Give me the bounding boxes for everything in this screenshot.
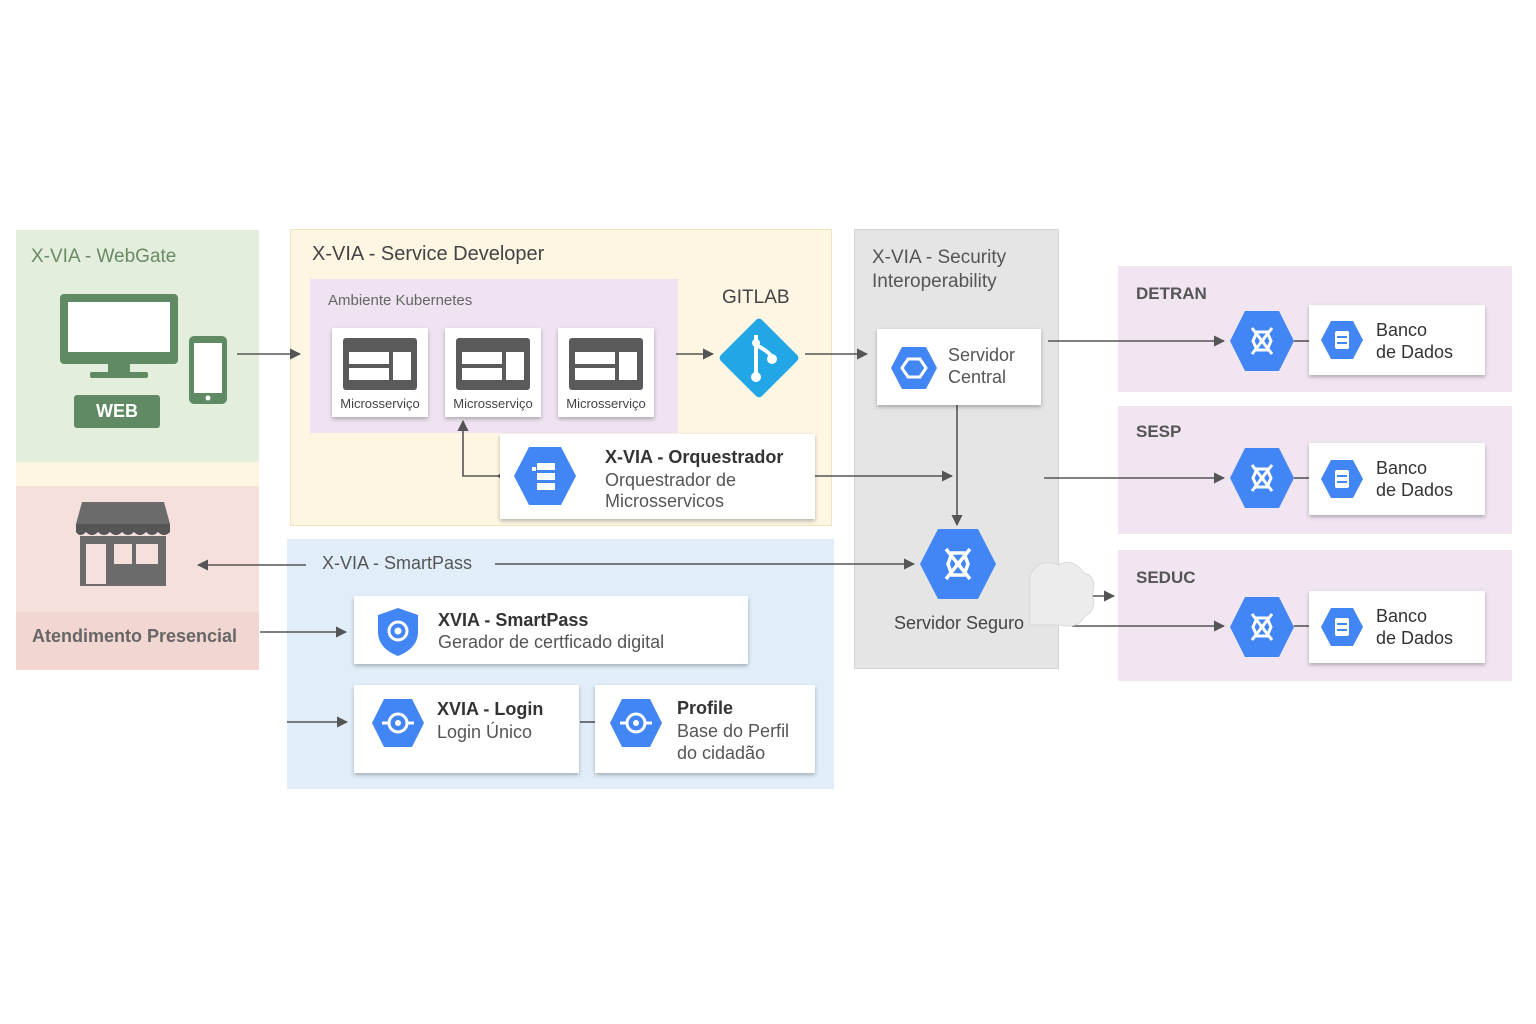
server-icon xyxy=(891,347,937,389)
detran-db-line1: Banco xyxy=(1376,320,1428,340)
orchestrator-card[interactable]: X-VIA - Orquestrador Orquestrador de Mic… xyxy=(500,434,815,519)
atendimento-label-band xyxy=(16,612,259,670)
web-badge-label: WEB xyxy=(96,401,138,421)
smartphone-icon xyxy=(189,336,227,404)
smartpass-certificate-subtitle: Gerador de certficado digital xyxy=(438,632,665,652)
panel-divider xyxy=(16,462,259,486)
database-icon xyxy=(1321,321,1363,359)
detran-gateway-icon[interactable] xyxy=(1228,309,1296,373)
servidor-seguro-label: Servidor Seguro xyxy=(894,613,1025,633)
orchestrator-subtitle-1: Orquestrador de xyxy=(605,470,737,490)
gitlab-label: GITLAB xyxy=(722,287,790,308)
microservice-card-3[interactable]: Microsserviço xyxy=(558,328,654,417)
microservice-card-2[interactable]: Microsserviço xyxy=(445,328,541,417)
login-title: XVIA - Login xyxy=(437,699,544,719)
servidor-central-card[interactable]: Servidor Central xyxy=(877,329,1041,405)
cloud-icon xyxy=(1029,561,1095,627)
smartpass-certificate-title: XVIA - SmartPass xyxy=(438,610,589,630)
detran-db-card[interactable]: Banco de Dados xyxy=(1309,305,1485,375)
web-badge[interactable]: WEB xyxy=(74,395,160,428)
webgate-title: X-VIA - WebGate xyxy=(31,246,177,267)
secure-server-icon[interactable] xyxy=(918,527,998,601)
smartpass-certificate-card[interactable]: XVIA - SmartPass Gerador de certficado d… xyxy=(354,596,748,664)
login-icon xyxy=(372,699,424,747)
seduc-db-line1: Banco xyxy=(1376,606,1428,626)
database-icon xyxy=(1321,460,1363,498)
agency-sesp-name: SESP xyxy=(1136,422,1182,441)
profile-icon xyxy=(610,699,662,747)
login-card[interactable]: XVIA - Login Login Único xyxy=(354,685,579,773)
smartpass-title: X-VIA - SmartPass xyxy=(318,553,477,574)
servidor-central-line1: Servidor xyxy=(948,345,1016,365)
microservice-label: Microsserviço xyxy=(340,396,420,411)
service-developer-title: X-VIA - Service Developer xyxy=(312,243,545,265)
arrow-orchestrator-microservice xyxy=(457,419,508,482)
sesp-db-line2: de Dados xyxy=(1376,480,1454,500)
microservice-label: Microsserviço xyxy=(566,396,646,411)
agency-seduc-name: SEDUC xyxy=(1136,568,1196,587)
seduc-db-line2: de Dados xyxy=(1376,628,1454,648)
profile-title: Profile xyxy=(677,698,734,718)
git-branch-icon[interactable] xyxy=(716,315,802,401)
security-title-2: Interoperability xyxy=(872,271,997,292)
sesp-gateway-icon[interactable] xyxy=(1228,446,1296,510)
database-icon xyxy=(1321,608,1363,646)
seduc-gateway-icon[interactable] xyxy=(1228,595,1296,659)
detran-db-line2: de Dados xyxy=(1376,342,1454,362)
agency-detran-name: DETRAN xyxy=(1136,284,1207,303)
login-subtitle: Login Único xyxy=(437,722,533,742)
microservice-icon xyxy=(343,338,417,390)
microservice-label: Microsserviço xyxy=(453,396,533,411)
storefront-icon xyxy=(76,502,170,586)
servidor-central-line2: Central xyxy=(948,367,1007,387)
microservice-icon xyxy=(569,338,643,390)
kubernetes-title: Ambiente Kubernetes xyxy=(328,292,473,309)
security-title-1: X-VIA - Security xyxy=(872,247,1007,268)
profile-card[interactable]: Profile Base do Perfil do cidadão xyxy=(595,685,815,773)
atendimento-label: Atendimento Presencial xyxy=(32,626,238,646)
orchestrator-subtitle-2: Microsservicos xyxy=(605,491,725,511)
microservice-icon xyxy=(456,338,530,390)
shield-icon xyxy=(378,608,418,656)
desktop-monitor-icon xyxy=(60,294,178,378)
orchestrator-title: X-VIA - Orquestrador xyxy=(605,447,784,467)
sesp-db-card[interactable]: Banco de Dados xyxy=(1309,443,1485,515)
microservice-card-1[interactable]: Microsserviço xyxy=(332,328,428,417)
orchestrator-icon xyxy=(514,447,576,505)
sesp-db-line1: Banco xyxy=(1376,458,1428,478)
profile-subtitle-1: Base do Perfil xyxy=(677,721,790,741)
seduc-db-card[interactable]: Banco de Dados xyxy=(1309,591,1485,663)
profile-subtitle-2: do cidadão xyxy=(677,743,766,763)
